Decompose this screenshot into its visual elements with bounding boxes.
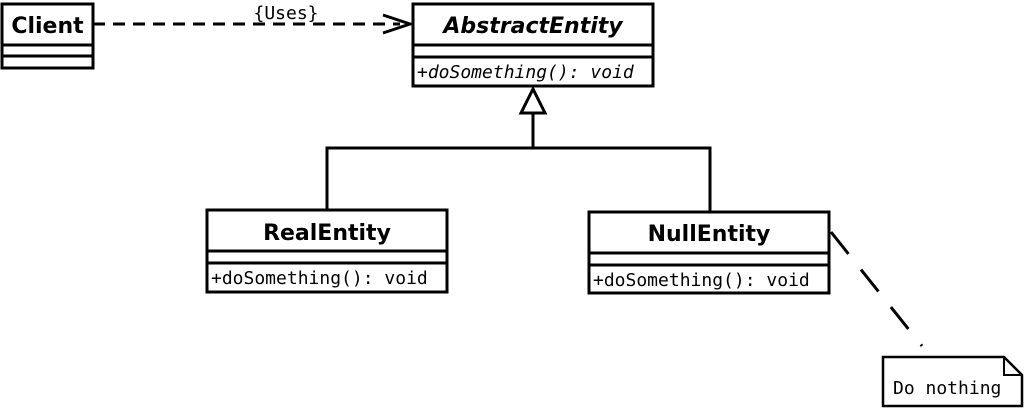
class-abstract-entity[interactable]: AbstractEntity +doSomething(): void [411, 2, 655, 88]
class-abstract-entity-operation: +doSomething(): void [417, 62, 635, 83]
generalization [325, 85, 712, 212]
class-null-entity-operation: +doSomething(): void [593, 270, 810, 291]
uses-dependency-arrowhead [382, 13, 415, 35]
note-box [881, 355, 1024, 408]
note-anchor-line [829, 231, 924, 347]
note-folded-corner-icon [1003, 357, 1022, 376]
note-do-nothing[interactable]: Do nothing [881, 355, 1024, 408]
class-real-entity-name: RealEntity [263, 221, 391, 246]
class-abstract-entity-name: AbstractEntity [441, 14, 624, 39]
class-real-entity[interactable]: RealEntity +doSomething(): void [205, 208, 449, 294]
class-null-entity[interactable]: NullEntity +doSomething(): void [587, 210, 831, 295]
class-null-entity-name: NullEntity [648, 222, 771, 247]
generalization-triangle-arrowhead [518, 85, 548, 115]
uses-dependency: {Uses} [93, 3, 415, 35]
generalization-branch-line [325, 146, 712, 212]
note-text: Do nothing [893, 378, 1001, 399]
class-real-entity-operation: +doSomething(): void [211, 268, 428, 289]
uses-dependency-label: {Uses} [253, 3, 318, 24]
class-client-name: Client [11, 14, 84, 39]
class-client[interactable]: Client [0, 2, 95, 70]
